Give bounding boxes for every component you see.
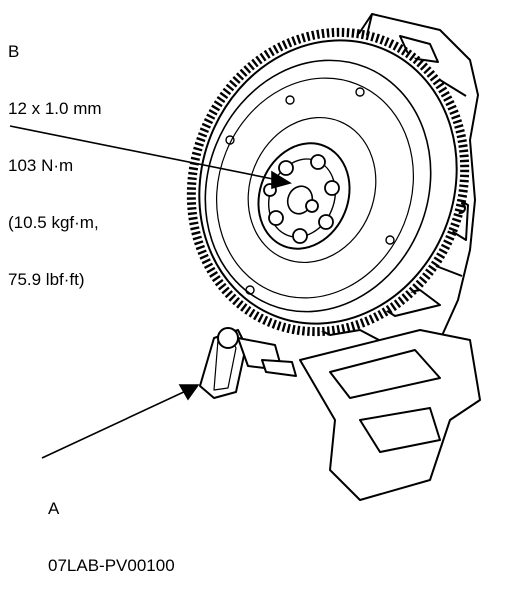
torque-nm: 103 N·m	[8, 156, 74, 175]
callout-a-letter: A	[48, 499, 60, 518]
leader-b	[9, 125, 279, 181]
flywheel	[186, 27, 470, 337]
leader-a	[41, 389, 189, 459]
arrowhead-a	[178, 384, 200, 401]
callout-a: A 07LAB-PV00100	[48, 461, 175, 594]
callout-b: B 12 x 1.0 mm 103 N·m (10.5 kgf·m, 75.9 …	[8, 4, 102, 308]
flywheel-holder-tool	[199, 327, 297, 399]
flywheel-face-rim	[204, 59, 432, 313]
tool-part-number: 07LAB-PV00100	[48, 556, 175, 575]
bolt-size: 12 x 1.0 mm	[8, 99, 102, 118]
ring-gear	[198, 39, 458, 325]
torque-kgfm: (10.5 kgf·m,	[8, 213, 99, 232]
flywheel-diagram	[9, 13, 481, 501]
dowel-holes	[225, 87, 395, 295]
callout-b-letter: B	[8, 42, 20, 61]
flywheel-bolts	[263, 154, 340, 244]
torque-lbfft: 75.9 lbf·ft)	[8, 270, 85, 289]
arrowhead-b	[271, 170, 292, 190]
leader-lines	[9, 125, 292, 459]
